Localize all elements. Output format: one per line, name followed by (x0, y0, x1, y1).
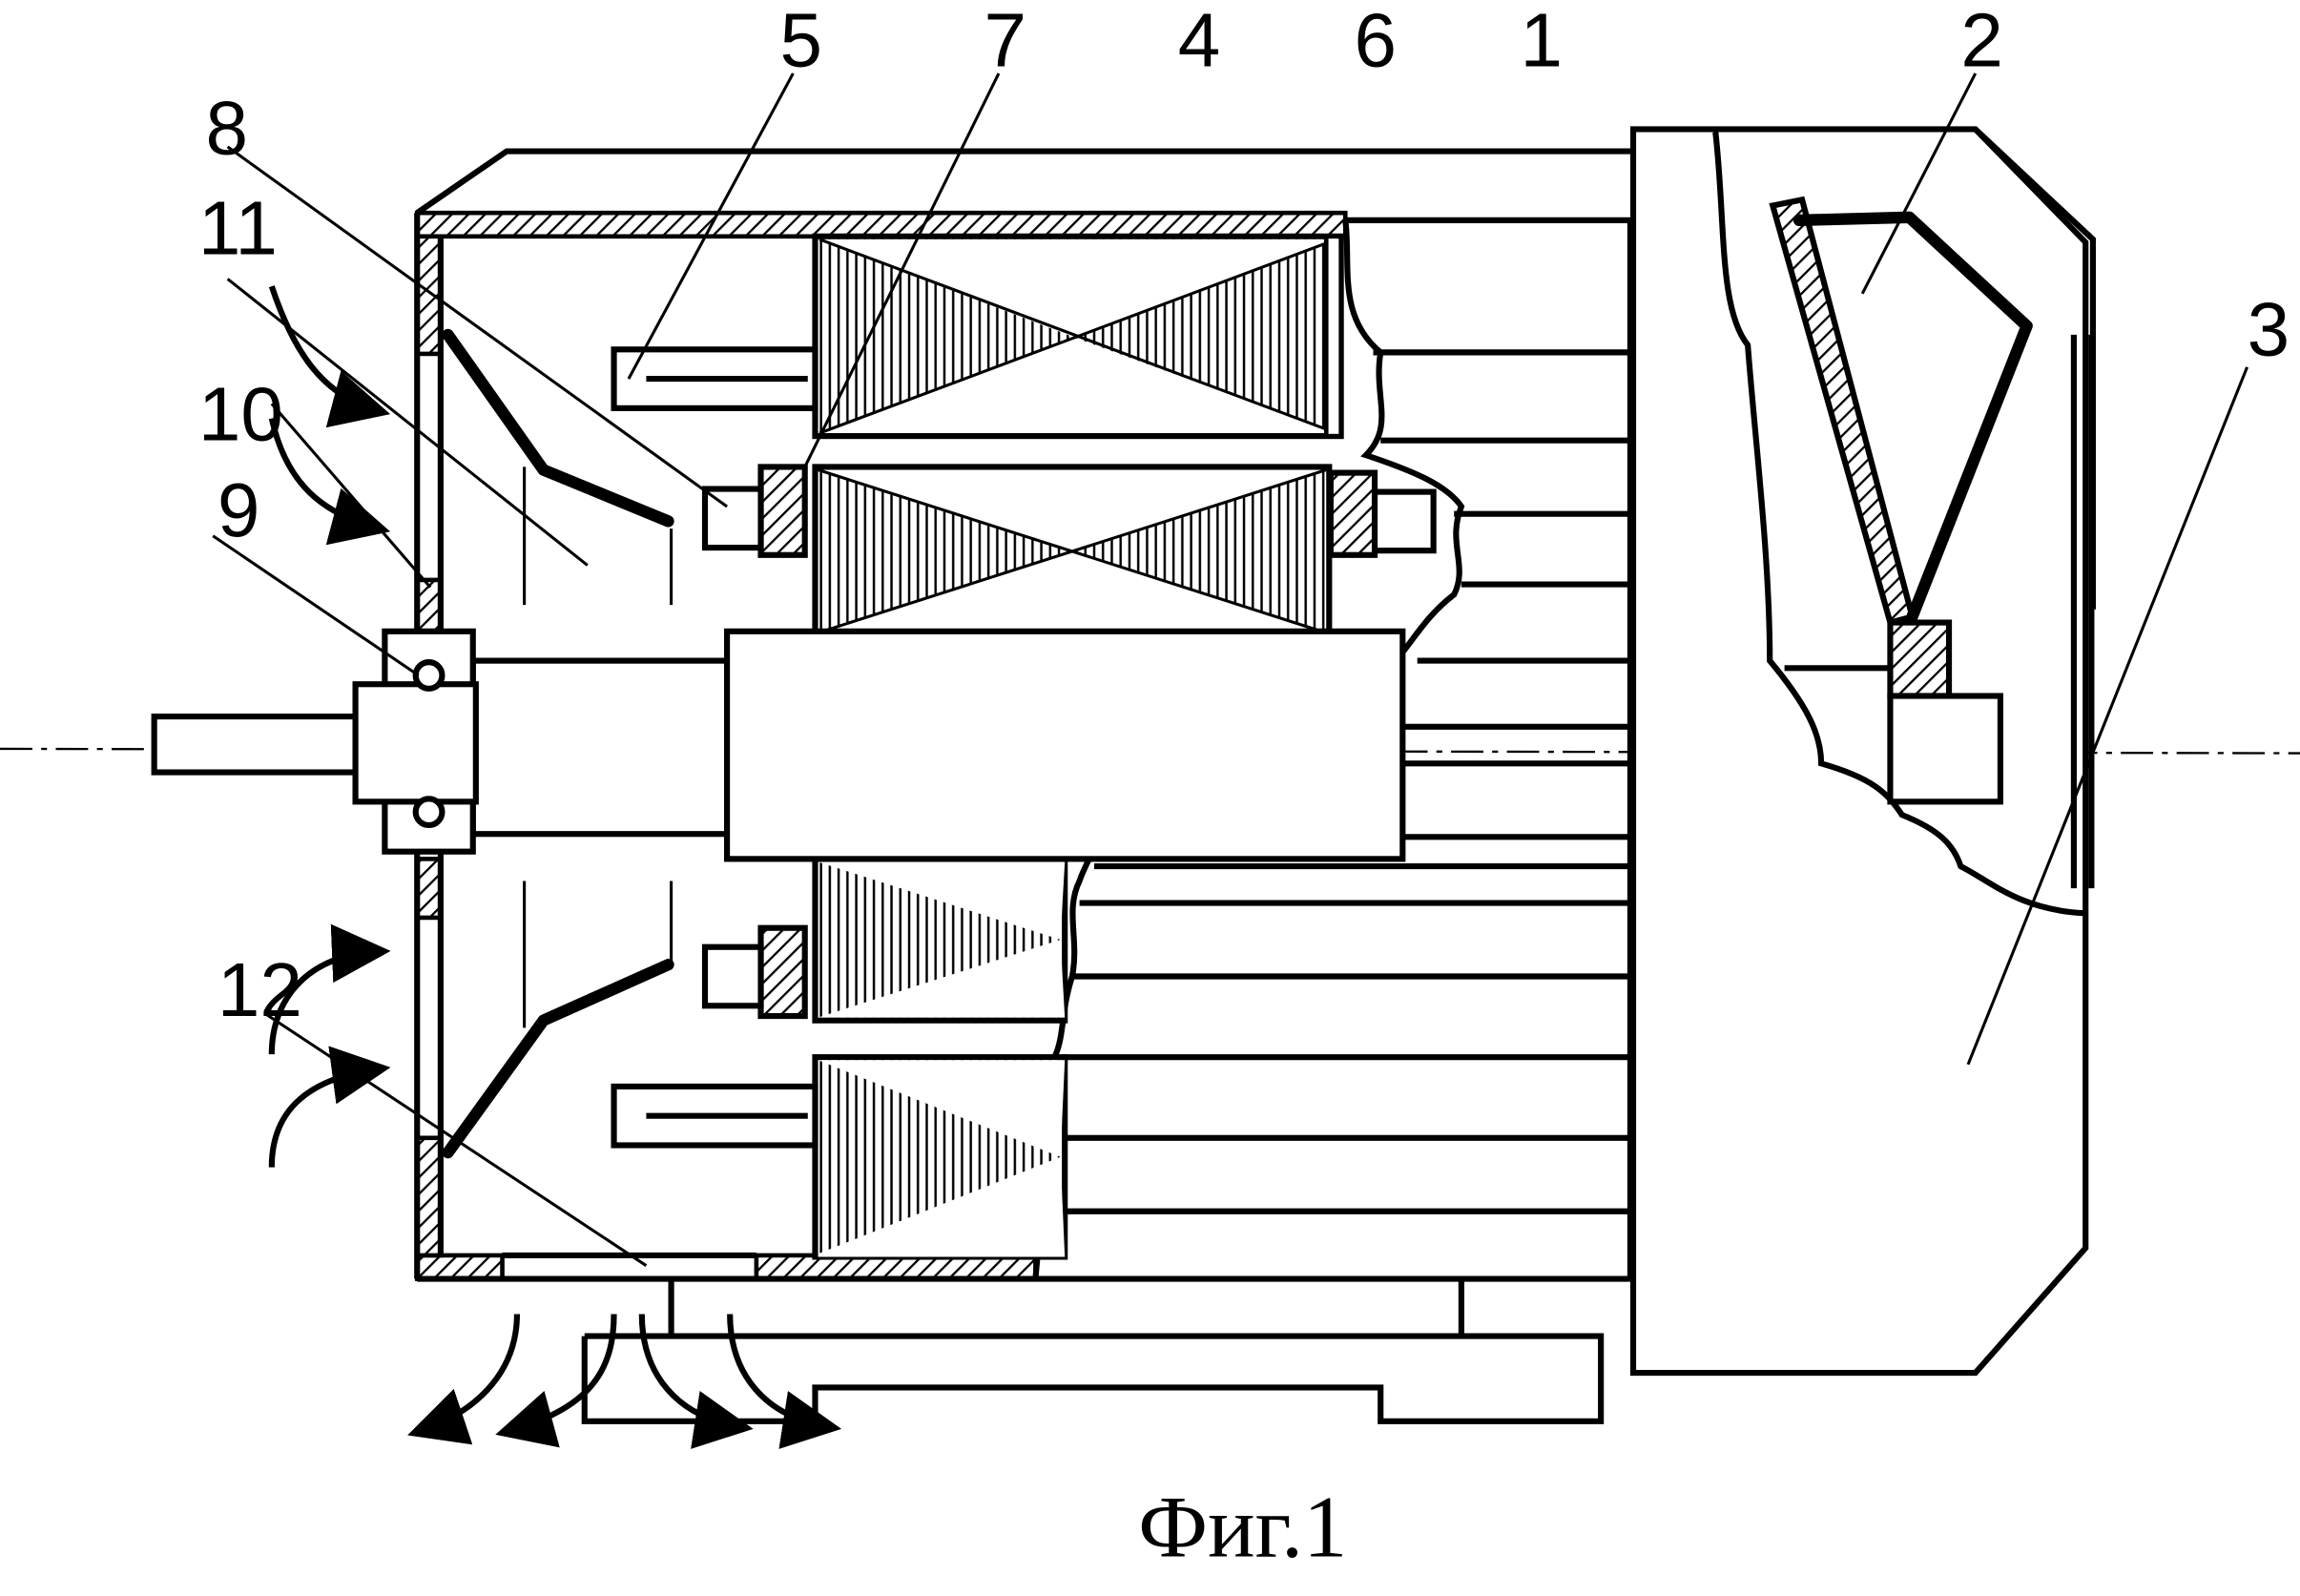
callout-8: 8 (206, 86, 249, 171)
callout-10: 10 (198, 372, 283, 457)
bearing (356, 632, 476, 852)
figure-caption: Фиг.1 (1138, 1478, 1347, 1575)
callout-5: 5 (780, 0, 823, 82)
callout-6: 6 (1355, 0, 1398, 82)
callout-2: 2 (1960, 0, 2003, 82)
callout-3: 3 (2248, 286, 2290, 371)
callout-12: 12 (218, 947, 302, 1032)
callout-1: 1 (1520, 0, 1563, 82)
callout-4: 4 (1178, 0, 1221, 82)
shaft (155, 632, 1403, 860)
callout-7: 7 (984, 0, 1027, 82)
callout-11: 11 (198, 185, 278, 270)
callout-9: 9 (218, 467, 260, 552)
